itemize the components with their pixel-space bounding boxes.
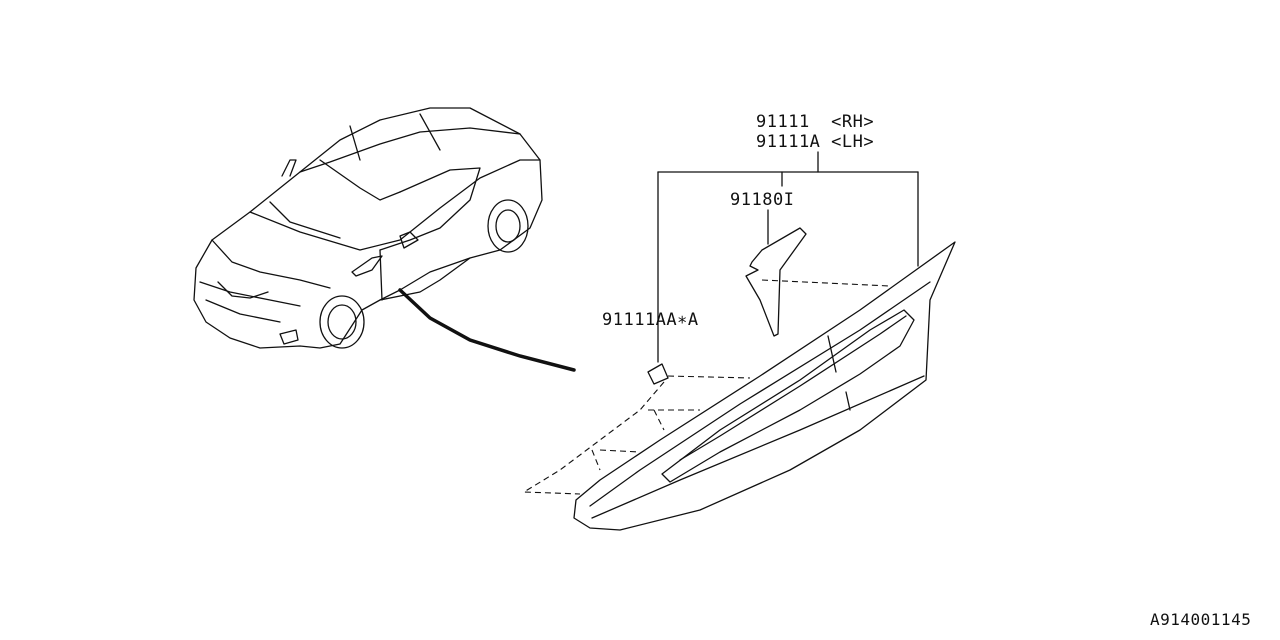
label-part-lh: 91111A <LH>	[756, 132, 875, 152]
insert-part	[745, 227, 807, 337]
reference-lines	[522, 279, 891, 495]
label-part-insert: 91180I	[730, 190, 795, 210]
side-garnish-part	[573, 241, 956, 531]
diagram-code: A914001145	[1150, 610, 1252, 629]
clip-part	[647, 363, 669, 385]
label-part-rh: 91111 <RH>	[756, 112, 875, 132]
label-part-clip: 91111AA∗A	[602, 310, 699, 330]
car-illustration	[193, 107, 576, 372]
leader-lines	[657, 151, 919, 363]
